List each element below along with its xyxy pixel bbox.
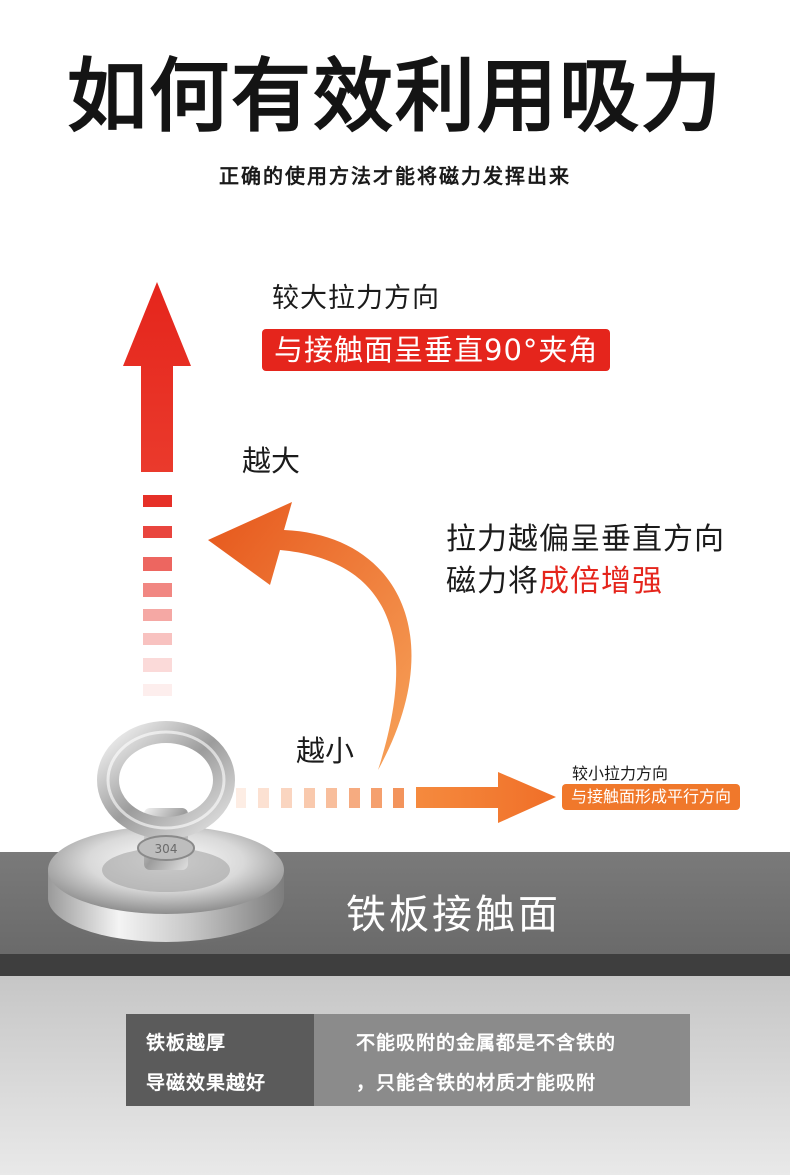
tip-left-line2: 导磁效果越好 [146,1072,267,1094]
angle-explanation-prefix: 磁力将 [446,564,539,599]
tip-right-line2: ，只能含铁的材质才能吸附 [356,1072,597,1094]
vertical-force-arrow [123,282,191,696]
strong-pull-badge: 与接触面呈垂直90°夹角 [262,329,611,371]
tip-right-line1: 不能吸附的金属都是不含铁的 [356,1032,617,1054]
horizontal-force-arrow [236,772,556,823]
page-title: 如何有效利用吸力 [67,50,723,143]
surface-label: 铁板接触面 [346,892,561,938]
tip-left-line1: 铁板越厚 [146,1032,227,1054]
strong-pull-heading: 较大拉力方向 [272,283,440,314]
iron-plate-edge [0,954,790,976]
angle-explanation-highlight: 成倍增强 [539,564,663,599]
curved-force-arrow [208,502,412,770]
ring-marking: 304 [155,842,178,856]
weaker-label: 越小 [296,734,355,768]
page-subtitle: 正确的使用方法才能将磁力发挥出来 [219,164,571,188]
tip-box-left [126,1014,314,1106]
stronger-label: 越大 [242,444,301,478]
tip-box-right [314,1014,690,1106]
weak-pull-heading: 较小拉力方向 [572,764,669,783]
weak-pull-badge: 与接触面形成平行方向 [562,784,741,810]
angle-explanation-line1: 拉力越偏呈垂直方向 [446,522,725,557]
angle-explanation-line2: 磁力将成倍增强 [446,556,663,600]
pot-magnet: 304 [48,721,284,946]
